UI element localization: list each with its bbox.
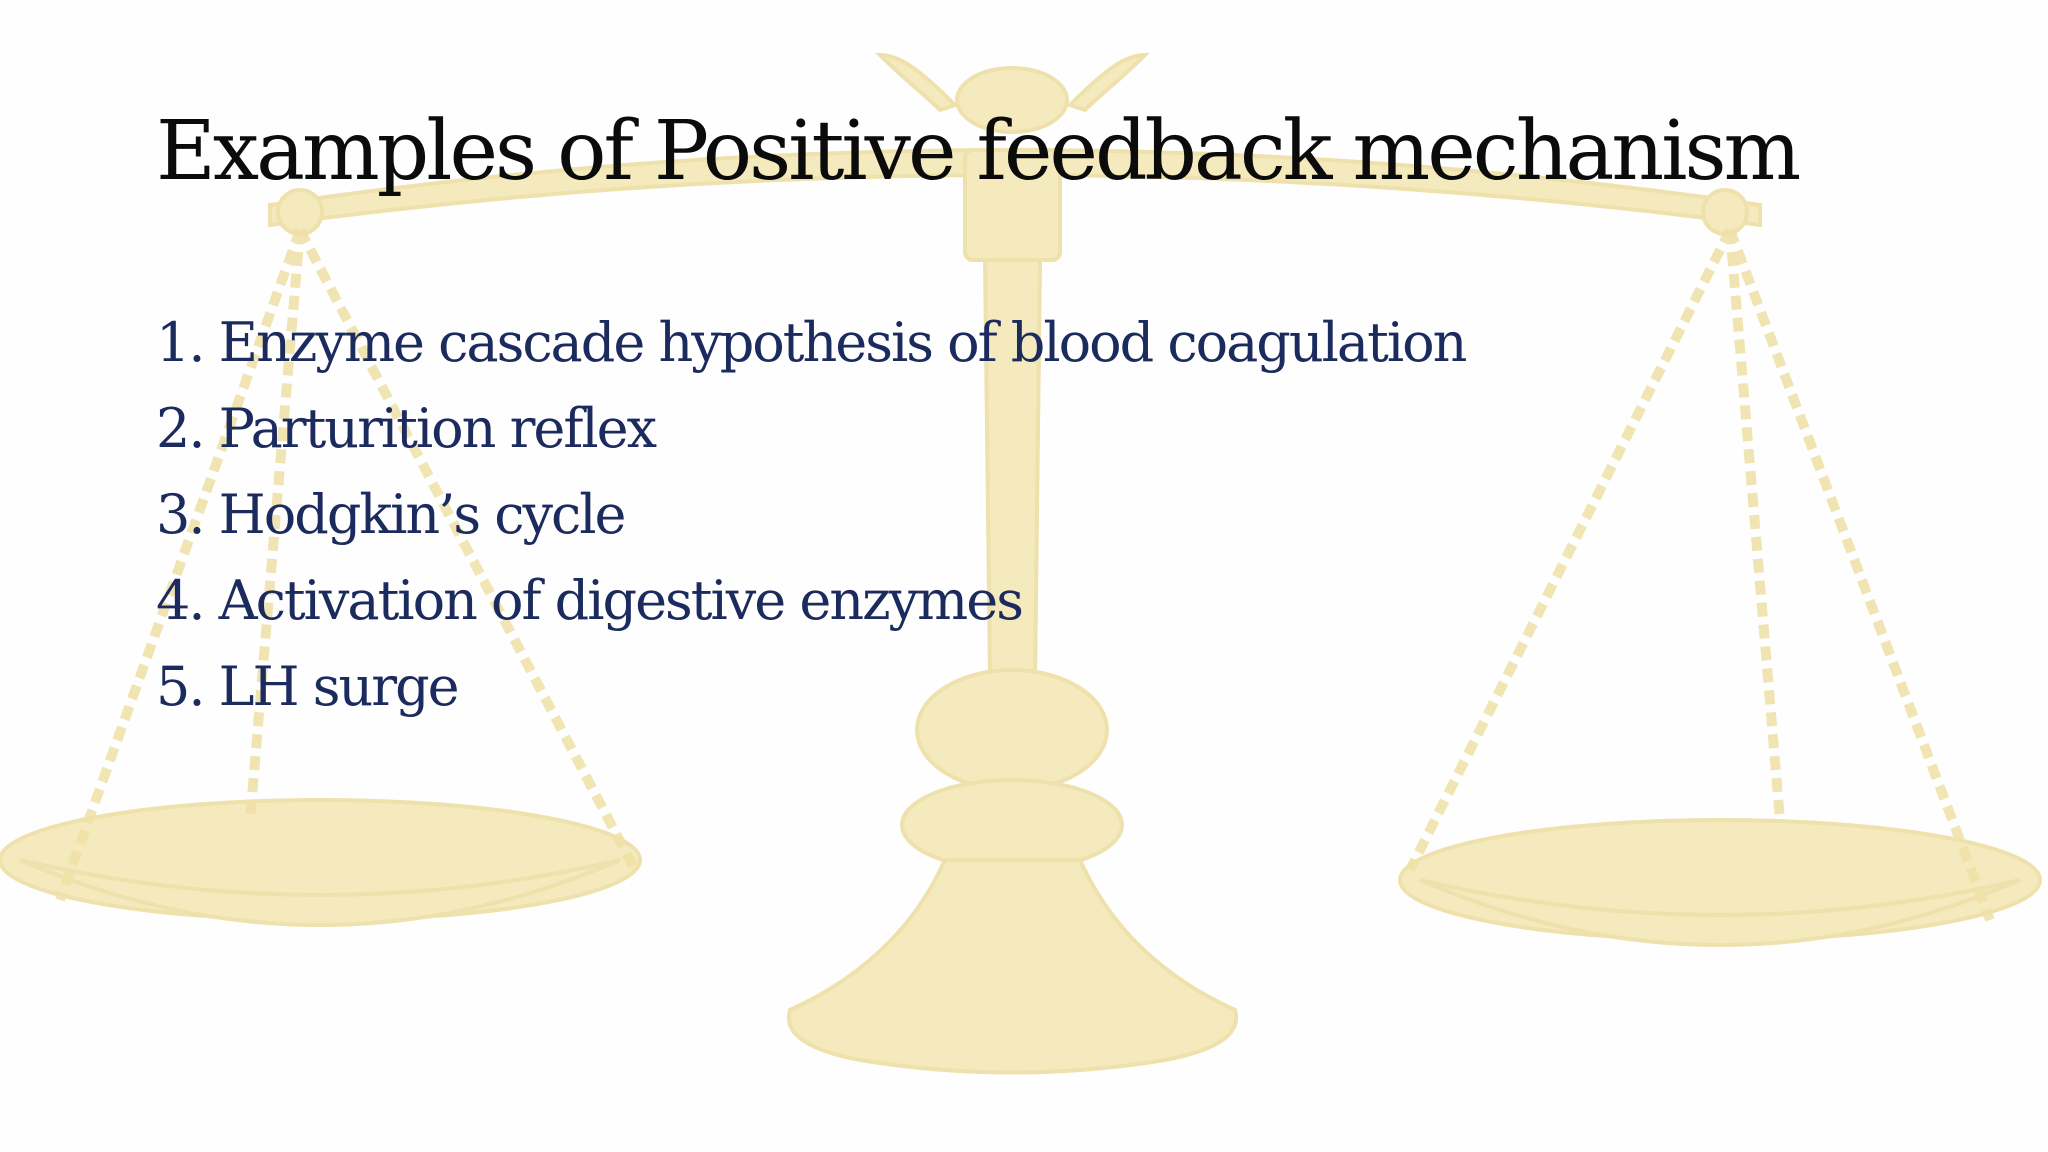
example-list: 1. Enzyme cascade hypothesis of blood co… bbox=[156, 300, 1467, 730]
list-item: 2. Parturition reflex bbox=[156, 397, 657, 460]
list-item: 3. Hodgkin’s cycle bbox=[156, 483, 626, 546]
list-item: 1. Enzyme cascade hypothesis of blood co… bbox=[156, 311, 1467, 374]
list-item: 4. Activation of digestive enzymes bbox=[156, 569, 1024, 632]
slide-title: Examples of Positive feedback mechanism bbox=[156, 104, 1801, 199]
list-item: 5. LH surge bbox=[156, 655, 460, 718]
